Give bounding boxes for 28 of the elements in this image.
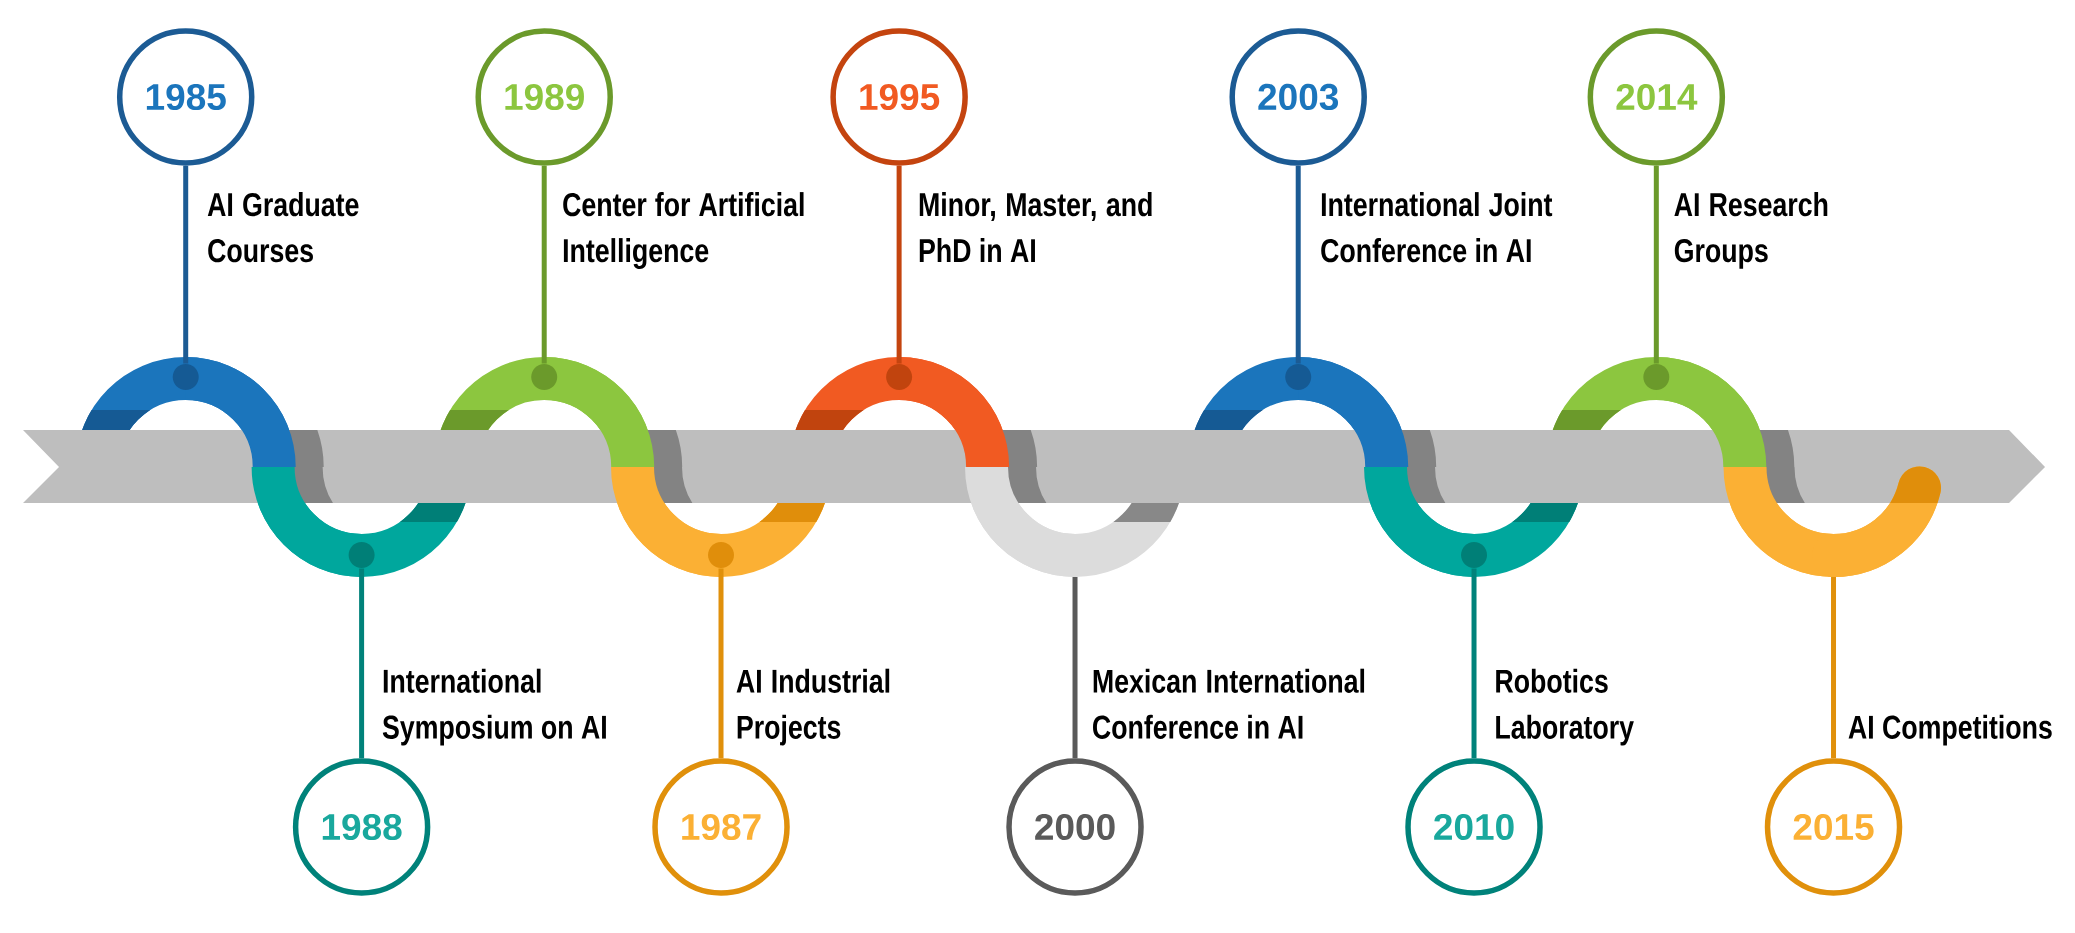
dot — [708, 542, 734, 568]
event-label: AI Industrial Projects — [736, 668, 890, 746]
event-label: AI Graduate Courses — [207, 192, 359, 263]
event-label: Minor, Master, and PhD in AI — [919, 192, 1152, 262]
leader-line — [1295, 165, 1301, 364]
dot — [531, 364, 558, 390]
dot — [1461, 542, 1487, 568]
leader-line — [359, 568, 365, 759]
leader-line — [183, 165, 189, 364]
dot — [172, 364, 199, 390]
dot — [886, 364, 913, 390]
dot — [1285, 364, 1312, 390]
leader-line — [1831, 577, 1836, 759]
leader-line — [718, 568, 724, 759]
leader-line — [1653, 165, 1659, 364]
event-label: Robotics Laboratory — [1496, 668, 1634, 746]
event-label: AI Competitions — [1848, 714, 2052, 746]
event-label: International Symposium on AI — [382, 668, 606, 746]
event-label: International Joint Conference in AI — [1321, 192, 1553, 263]
leader-line — [541, 165, 547, 364]
leader-line — [1471, 568, 1477, 759]
dot — [348, 542, 375, 568]
dot — [1643, 364, 1670, 390]
leader-line — [1072, 577, 1078, 759]
leader-line — [896, 165, 902, 364]
event-label: AI Research Groups — [1674, 192, 1828, 269]
event-label: Center for Artificial Intelligence — [563, 192, 804, 269]
event-label: Mexican International Conference in AI — [1093, 668, 1365, 739]
